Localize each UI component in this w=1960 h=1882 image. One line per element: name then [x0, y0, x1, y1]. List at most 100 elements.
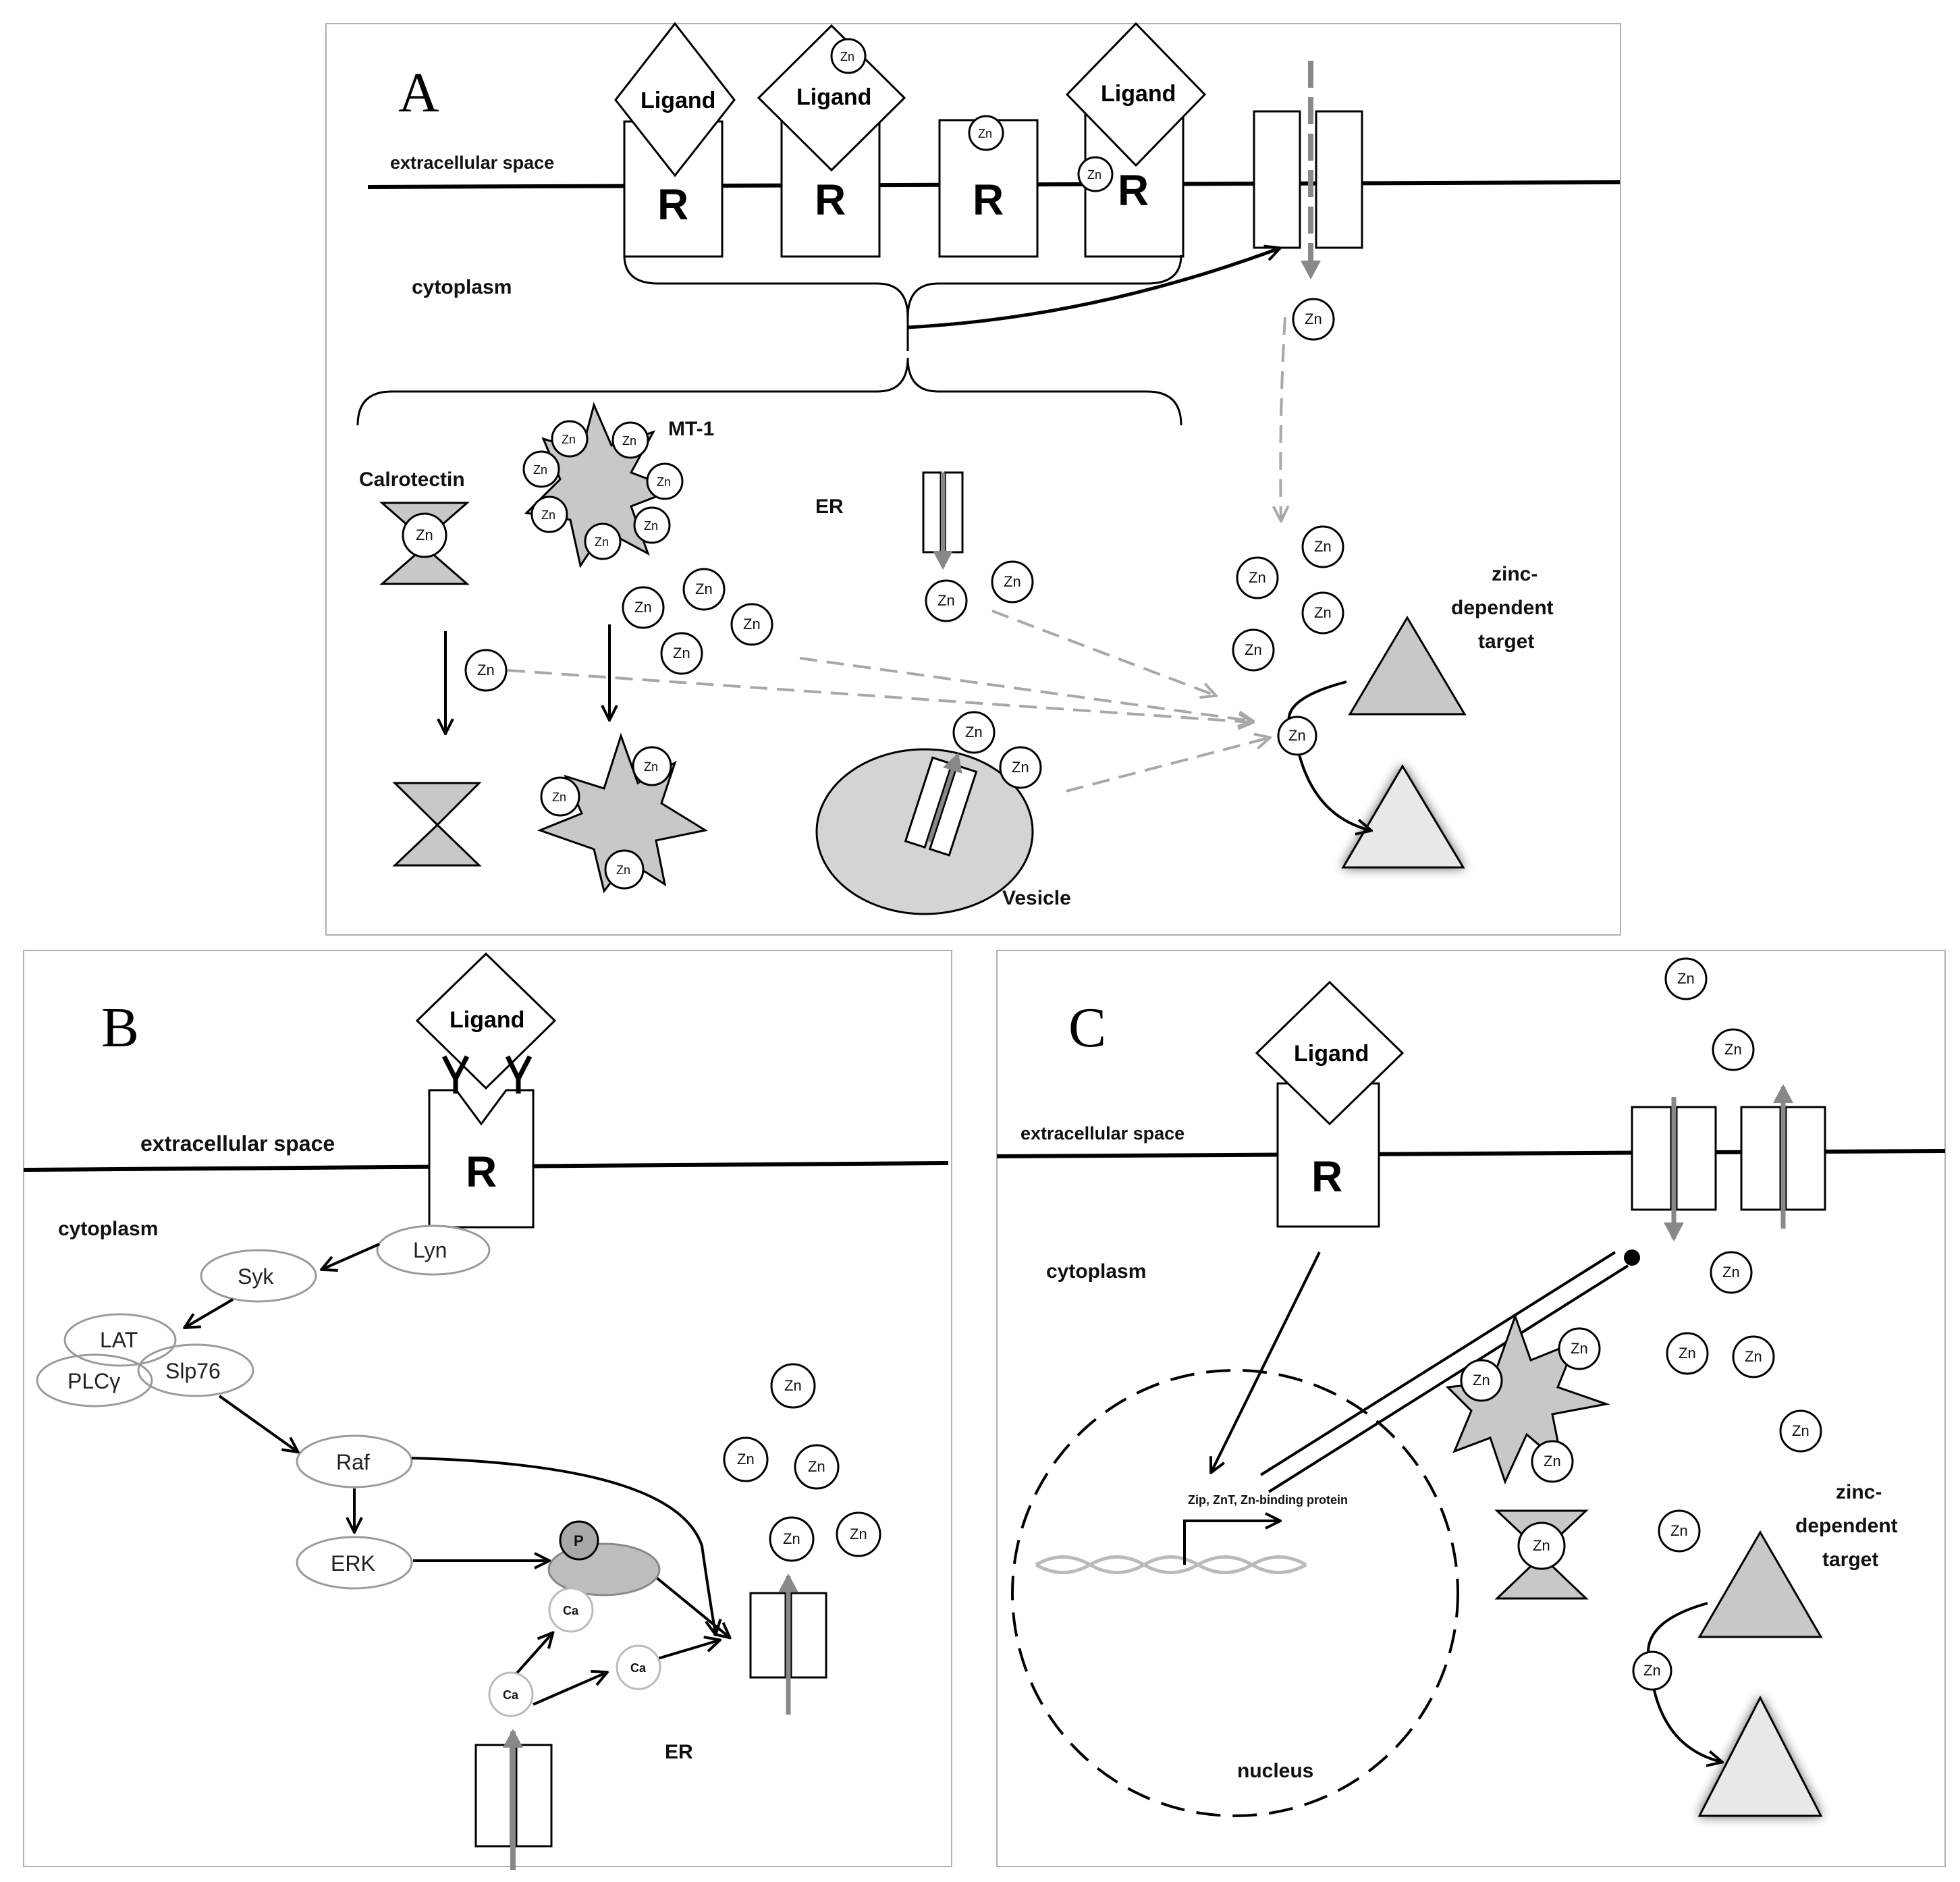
calcium-channel [474, 1729, 553, 1870]
zinc-label: Zn [1643, 1662, 1661, 1679]
mt1-label: MT-1 [668, 418, 714, 440]
panel-a-letter: A [398, 61, 439, 124]
ligand-label: Ligand [1294, 1041, 1369, 1067]
zinc-label: Zn [1245, 641, 1262, 658]
zinc-ion: Zn [646, 462, 684, 500]
zinc-ion: Zn [682, 568, 726, 611]
panel-b-receptor: R Ligand [415, 952, 557, 1229]
node-lyn: Lyn [376, 1225, 491, 1276]
node-label: Slp76 [165, 1359, 221, 1383]
zinc-ion: Zn [769, 1516, 815, 1562]
panel-c-calprotectin: Zn [1494, 1509, 1589, 1600]
ligand-diamond: Ligand [614, 22, 736, 178]
panel-c-extracellular-label: extracellular space [1020, 1123, 1185, 1144]
mt1-partial-star: Zn Zn Zn [537, 732, 709, 894]
zinc-label: Zn [1745, 1348, 1762, 1365]
calprotectin-label: Calrotectin [359, 468, 465, 491]
target-label-line-1: zinc- [1836, 1481, 1882, 1503]
panel-c-mt1-star: Zn Zn Zn [1445, 1313, 1610, 1485]
receptor-label: R [1311, 1152, 1342, 1201]
zinc-label: Zn [644, 760, 658, 774]
zinc-ion: Zn [836, 1511, 881, 1557]
zinc-label: Zn [616, 863, 630, 877]
panel-c-cytoplasm-label: cytoplasm [1046, 1260, 1146, 1283]
node-slp76: Slp76 [137, 1343, 254, 1397]
zinc-label: Zn [965, 724, 983, 741]
panel-b-letter: B [101, 996, 139, 1059]
ligand-diamond: Ligand [1255, 980, 1405, 1126]
panel-a-er: ER [815, 413, 1053, 570]
zinc-label: Zn [1724, 1041, 1742, 1058]
ligand-label: Ligand [641, 88, 715, 113]
zinc-ion: Zn [530, 495, 568, 533]
target-label-line-3: target [1478, 630, 1534, 653]
zinc-label: Zn [541, 508, 555, 522]
nucleus: nucleus Zip, ZnT, Zn-binding protein [1011, 1369, 1459, 1817]
ligand-label: Ligand [1101, 81, 1176, 107]
zinc-label: Zn [1544, 1453, 1561, 1470]
panel-b-border [23, 950, 952, 1867]
transcription-arrow [1183, 1521, 1279, 1565]
zinc-label: Zn [416, 527, 433, 543]
phospho-target: P [547, 1520, 661, 1596]
target-label-line-2: dependent [1451, 597, 1554, 619]
node-lat: LAT [63, 1313, 177, 1367]
panel-a: A extracellular space cytoplasm R Ligand… [325, 22, 1621, 936]
zinc-ion: Zn [1664, 957, 1708, 1000]
calcium-label: Ca [630, 1661, 647, 1675]
panel-c-target: zinc- dependent target Zn [1632, 1481, 1898, 1817]
calcium-label: Ca [503, 1688, 519, 1702]
panel-a-receptor-3: R Zn [938, 115, 1039, 258]
calprotectin-bound: Zn [379, 502, 470, 585]
zinc-ion: Zn [1632, 1650, 1672, 1691]
zinc-ion: Zn [730, 603, 773, 646]
zinc-ion: Zn [522, 450, 560, 488]
zinc-ion: Zn [1460, 1359, 1503, 1402]
zinc-label: Zn [783, 1530, 800, 1547]
panel-b-signal-arrows [186, 1243, 729, 1706]
receptor-label: R [815, 176, 846, 224]
zinc-label: Zn [808, 1458, 825, 1475]
panel-b-zinc-cluster: Zn Zn Zn Zn Zn [723, 1363, 881, 1562]
panel-a-to-transporter-arrow [907, 248, 1279, 329]
zinc-ion: Zn [604, 849, 645, 890]
zinc-label: Zn [552, 790, 566, 804]
zinc-label: Zn [1087, 168, 1101, 182]
zinc-label: Zn [622, 434, 636, 448]
zinc-ion: Zn [1712, 1028, 1755, 1071]
zinc-ion: Zn [633, 506, 671, 544]
zinc-ion: Zn [1277, 716, 1317, 756]
zinc-ion: Zn [968, 115, 1004, 151]
zinc-label: Zn [1305, 311, 1322, 327]
zinc-ion: Zn [464, 649, 508, 692]
panel-b: B extracellular space cytoplasm R Ligand… [23, 950, 952, 1870]
panel-c-letter: C [1068, 996, 1106, 1059]
zinc-ion: Zn [1666, 1332, 1709, 1375]
zinc-label: Zn [737, 1451, 755, 1468]
zinc-ion: Zn [991, 560, 1034, 603]
zinc-ion: Zn [1301, 525, 1344, 568]
panel-a-target: zinc- dependent target Zn [1277, 563, 1554, 869]
node-label: Raf [336, 1450, 370, 1474]
zinc-label: Zn [562, 433, 576, 446]
panel-c-border [996, 950, 1946, 1867]
node-label: LAT [100, 1328, 138, 1352]
gene-products-label: Zip, ZnT, Zn-binding protein [1188, 1493, 1348, 1507]
panel-b-extracellular-label: extracellular space [140, 1131, 335, 1156]
node-label: ERK [331, 1551, 375, 1576]
zinc-ion: Zn [1232, 628, 1275, 672]
node-syk: Syk [200, 1249, 317, 1303]
zinc-label: Zn [1012, 759, 1029, 776]
panel-a-zinc-transporter [1253, 61, 1363, 279]
panel-c: C extracellular space cytoplasm R Ligand [996, 950, 1946, 1867]
target-label-line-2: dependent [1795, 1515, 1898, 1537]
zinc-ion: Zn [1292, 298, 1335, 341]
zinc-ion: Zn [723, 1436, 769, 1482]
panel-a-border [325, 23, 1621, 936]
zinc-label: Zn [1533, 1537, 1550, 1554]
vesicle-label: Vesicle [1002, 887, 1071, 909]
panel-c-receptor: R Ligand [1255, 980, 1405, 1228]
zinc-label: Zn [1670, 1522, 1688, 1539]
zinc-ion: Zn [925, 579, 968, 622]
